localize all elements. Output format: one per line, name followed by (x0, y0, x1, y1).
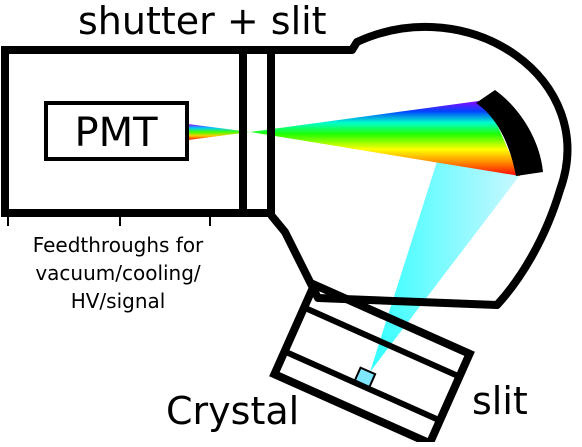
crystal-sample (353, 366, 377, 389)
pmt-spectrum-beam (188, 124, 250, 140)
pmt-label: PMT (74, 110, 158, 156)
crystal-mount (269, 279, 475, 447)
shutter-slit-label: shutter + slit (78, 0, 327, 43)
crystal-label: Crystal (166, 389, 299, 433)
feedthroughs-label-line3: HV/signal (71, 289, 166, 313)
crystal-light-beam (370, 152, 520, 372)
feedthroughs-label-line2: vacuum/cooling/ (35, 261, 201, 285)
pmt-box (44, 101, 189, 161)
spectrometer-chamber-outline (267, 22, 572, 309)
diffraction-grating (476, 90, 543, 176)
dispersed-spectrum-beam (250, 100, 520, 176)
shutter-slit-box (239, 46, 275, 217)
slit-label: slit (472, 379, 528, 423)
feedthroughs-label-line1: Feedthroughs for (33, 233, 204, 257)
